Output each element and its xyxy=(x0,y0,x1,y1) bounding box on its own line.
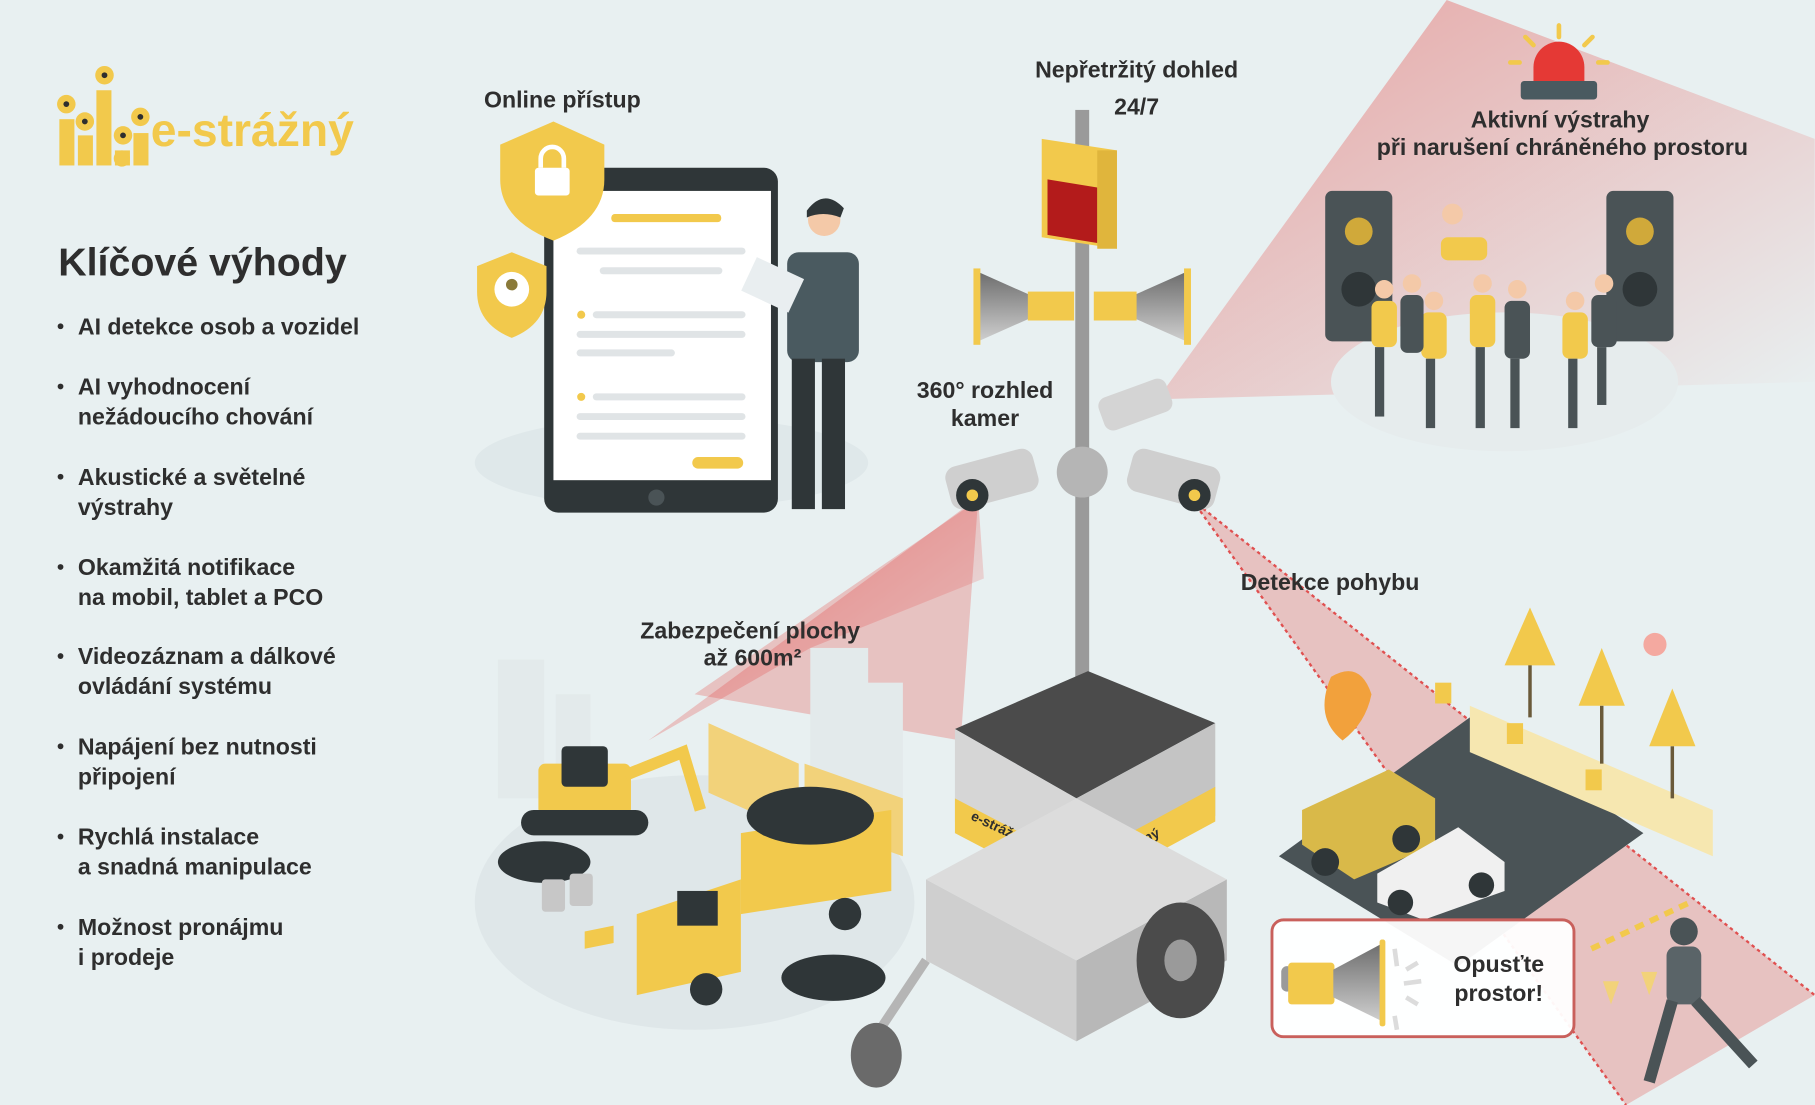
label-cameras-line2: kamer xyxy=(951,405,1019,431)
excavator-icon xyxy=(521,744,706,836)
megaphone-icon xyxy=(1281,939,1422,1031)
tablet-illustration xyxy=(474,121,869,513)
list-item: Akustické a světelné výstrahy xyxy=(57,464,306,520)
camera-upper-icon xyxy=(1098,378,1173,431)
warning-message-box: Opusťte prostor! xyxy=(1270,918,1576,1039)
horn-speaker-left-icon xyxy=(973,268,1075,345)
svg-text:na mobil, tablet a PCO: na mobil, tablet a PCO xyxy=(78,584,323,610)
benefits-list: AI detekce osob a vozidel AI vyhodnocení… xyxy=(57,313,359,970)
brand-name: e-strážný xyxy=(151,104,354,156)
label-motion-detection: Detekce pohybu xyxy=(1241,569,1420,595)
camera-cone-left-main xyxy=(694,499,979,741)
car-jeep-icon xyxy=(1302,769,1436,880)
camera-right-icon xyxy=(1126,448,1221,512)
svg-text:AI vyhodnocení: AI vyhodnocení xyxy=(78,374,252,400)
label-alerts-line2: při narušení chráněného prostoru xyxy=(1377,134,1748,160)
horn-speaker-right-icon xyxy=(1093,268,1191,345)
svg-text:Možnost pronájmu: Možnost pronájmu xyxy=(78,914,284,940)
svg-text:Videozáznam a dálkové: Videozáznam a dálkové xyxy=(78,643,336,669)
svg-text:Akustické a světelné: Akustické a světelné xyxy=(78,464,306,490)
camera-left-icon xyxy=(945,448,1039,512)
crowd-illustration xyxy=(1325,190,1679,452)
camera-cone-left xyxy=(648,497,984,741)
svg-text:Okamžitá notifikace: Okamžitá notifikace xyxy=(78,554,295,580)
list-item: AI vyhodnocení nežádoucího chování xyxy=(57,374,315,430)
svg-text:výstrahy: výstrahy xyxy=(78,494,173,520)
car-white-icon xyxy=(1377,827,1505,920)
label-surveillance-line1: Nepřetržitý dohled xyxy=(1035,57,1238,83)
list-item: Okamžitá notifikace na mobil, tablet a PC… xyxy=(57,554,323,610)
svg-text:a snadná manipulace: a snadná manipulace xyxy=(78,854,312,880)
warning-text-line2: prostor! xyxy=(1454,980,1543,1006)
svg-text:připojení: připojení xyxy=(78,763,177,789)
label-area-line2: až 600m² xyxy=(704,644,802,670)
list-item: AI detekce osob a vozidel xyxy=(57,313,359,339)
intruder-figure xyxy=(1643,917,1758,1084)
svg-text:Rychlá instalace: Rychlá instalace xyxy=(78,824,259,850)
logo-mark-icon xyxy=(57,65,150,167)
traffic-cone-icon xyxy=(1602,971,1658,1005)
person-figure xyxy=(741,198,859,510)
label-area-line1: Zabezpečení plochy xyxy=(640,618,860,644)
construction-illustration xyxy=(474,647,915,1030)
location-pin-icon xyxy=(1324,671,1372,741)
svg-text:nežádoucího chování: nežádoucího chování xyxy=(78,404,315,430)
dump-truck-icon xyxy=(636,786,892,1006)
svg-text:AI detekce osob a vozidel: AI detekce osob a vozidel xyxy=(78,313,359,339)
svg-text:Napájení bez nutnosti: Napájení bez nutnosti xyxy=(78,733,317,759)
list-item: Rychlá instalace a snadná manipulace xyxy=(57,824,312,880)
parking-illustration xyxy=(1278,607,1758,1084)
label-surveillance-line2: 24/7 xyxy=(1114,94,1159,120)
tree-icon xyxy=(1504,607,1696,747)
surveillance-trailer: e-strážný e-strážný xyxy=(850,109,1227,1088)
parking-sign-icon xyxy=(1435,682,1602,791)
label-cameras-line1: 360° rozhled xyxy=(917,377,1053,403)
list-item: Napájení bez nutnosti připojení xyxy=(57,733,317,789)
label-online-access: Online přístup xyxy=(484,87,641,113)
warning-light-icon xyxy=(1041,138,1117,249)
list-item: Možnost pronájmu i prodeje xyxy=(57,914,284,970)
label-alerts-line1: Aktivní výstrahy xyxy=(1471,106,1650,132)
siren-icon xyxy=(1508,23,1610,100)
svg-text:i prodeje: i prodeje xyxy=(78,944,175,970)
brand-logo: e-strážný xyxy=(57,65,354,167)
list-item: Videozáznam a dálkové ovládání systému xyxy=(57,643,336,699)
warning-text-line1: Opusťte xyxy=(1453,951,1544,977)
benefits-heading: Klíčové výhody xyxy=(58,240,347,284)
svg-text:ovládání systému: ovládání systému xyxy=(78,673,272,699)
